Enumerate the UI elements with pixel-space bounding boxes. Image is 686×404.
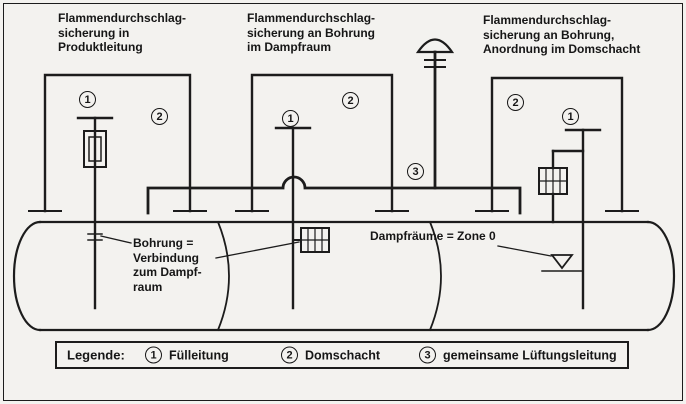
- marker-domschacht-right: 2: [507, 94, 524, 111]
- leader-bohrung-to-middle-arrester: [215, 241, 300, 259]
- vent-line: [146, 38, 522, 215]
- note-dampfraeume-zone0: Dampfräume = Zone 0: [370, 229, 496, 243]
- flame-arrester-left-outer: [83, 130, 107, 168]
- dome-shafts: [43, 73, 624, 213]
- dome-shaft-middle: [250, 73, 394, 213]
- legend-title: Legende:: [67, 347, 125, 363]
- legend-item-lueftungsleitung: 3 gemeinsame Lüftungsleitung: [419, 346, 617, 364]
- tank-left-endcap: [12, 220, 42, 332]
- caption-arrester-vapour-space: Flammendurchschlag- sicherung an Bohrung…: [247, 11, 376, 54]
- marker-domschacht-left: 2: [151, 108, 168, 125]
- legend-label-domschacht: Domschacht: [305, 348, 381, 362]
- vent-line-header: [146, 175, 522, 215]
- legend-label-lueftungsleitung: gemeinsame Lüftungsleitung: [443, 348, 617, 362]
- tank-outline: [12, 220, 676, 332]
- dome-shaft-right: [490, 76, 624, 213]
- fill-pipe-right: [538, 128, 602, 310]
- vent-weather-cap: [415, 38, 455, 54]
- caption-arrester-product-line: Flammendurchschlag- sicherung in Produkt…: [58, 11, 187, 54]
- leader-zone-to-level: [497, 245, 552, 257]
- note-bohrung: Bohrung = Verbindung zum Dampf- raum: [133, 236, 202, 294]
- marker-fuellleitung-mid: 1: [282, 110, 299, 127]
- marker-fuellleitung-left: 1: [79, 91, 96, 108]
- tank-right-endcap: [646, 220, 676, 332]
- legend-item-domschacht: 2 Domschacht: [281, 346, 381, 364]
- tank-section-divider-right: [428, 220, 442, 332]
- legend-label-fuellleitung: Fülleitung: [169, 348, 229, 362]
- fill-pipe-middle: [274, 126, 330, 310]
- tank-section-divider-left: [216, 220, 230, 332]
- fill-pipe-left: [76, 116, 114, 310]
- legend-marker-2: 2: [281, 346, 298, 364]
- caption-arrester-dome-shaft: Flammendurchschlag- sicherung an Bohrung…: [483, 13, 641, 56]
- leader-lines: [100, 235, 552, 259]
- marker-domschacht-mid: 2: [342, 92, 359, 109]
- marker-fuellleitung-right: 1: [562, 108, 579, 125]
- level-triangle-icon: [550, 254, 574, 270]
- liquid-level: [541, 254, 583, 272]
- legend-box: Legende: 1 Fülleitung 2 Domschacht 3 gem…: [55, 341, 629, 369]
- flame-arrester-left-inner: [88, 136, 102, 162]
- marker-lueftungsleitung: 3: [407, 163, 424, 180]
- dome-shaft-left: [43, 73, 192, 213]
- legend-marker-1: 1: [145, 346, 162, 364]
- legend-marker-3: 3: [419, 346, 436, 364]
- vent-stack-flange-ticks: [424, 59, 446, 68]
- legend-item-fuellleitung: 1 Fülleitung: [145, 346, 229, 364]
- leader-bohrung-to-left-pipe: [100, 235, 132, 244]
